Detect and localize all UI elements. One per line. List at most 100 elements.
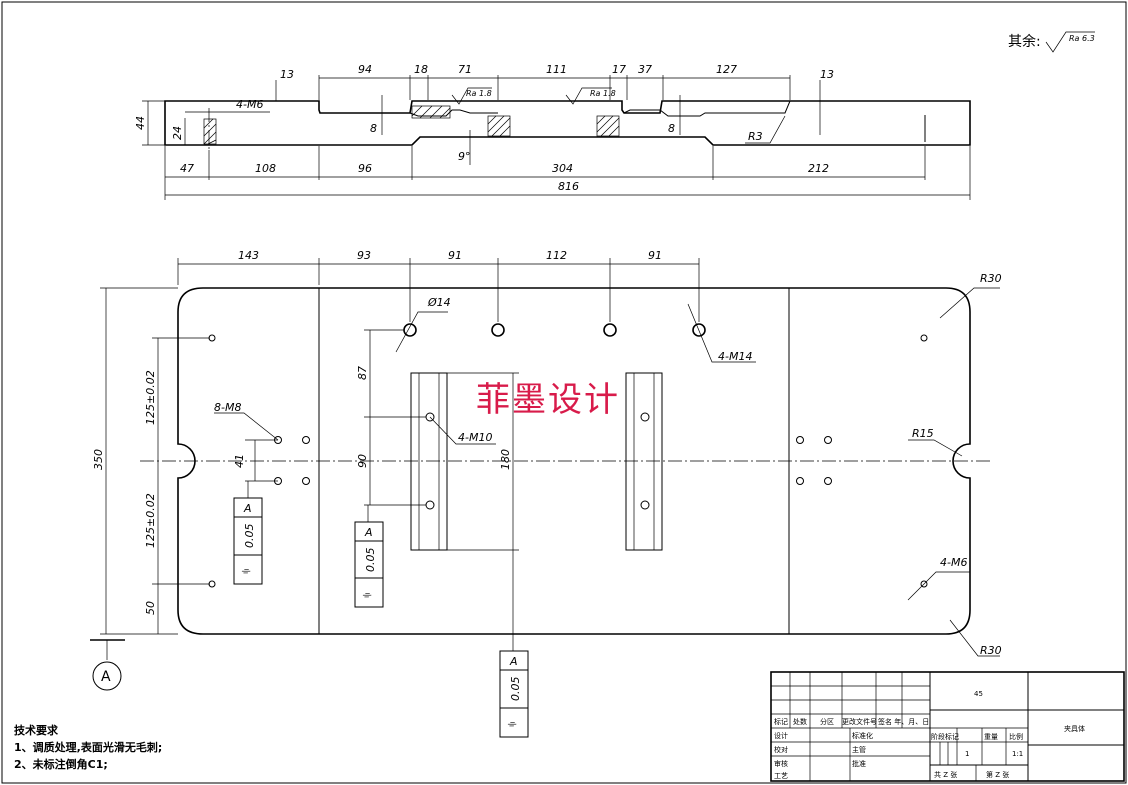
sv-roughness-right: Ra 1.8 (590, 89, 616, 98)
pv-dim-180: 180 (499, 449, 512, 470)
callout-phi14: Ø14 (427, 296, 451, 309)
slot-right (625, 372, 663, 551)
callout-4-m10: 4-M10 (458, 431, 492, 444)
tol-1-datum: A (243, 502, 252, 515)
section-dims-bottom (164, 146, 971, 200)
tb-mark: 标记 (774, 717, 788, 726)
pv-dim-41: 41 (233, 454, 246, 468)
section-outline (164, 100, 971, 146)
tolerance-frame-3: A 0.05 ⌯ (499, 550, 529, 738)
sv-dim-18: 18 (414, 63, 428, 76)
roughness-other-label: 其余: (1008, 33, 1041, 50)
tb-zone: 分区 (820, 717, 834, 726)
datum-circle (92, 661, 122, 691)
sv-dim-111: 111 (546, 63, 567, 76)
pv-dim-91-a: 91 (448, 249, 462, 262)
notes-title: 技术要求 (14, 724, 58, 737)
callout-r15: R15 (912, 427, 934, 440)
tol-2-datum: A (364, 526, 373, 539)
section-dims-top (318, 75, 791, 100)
pv-dim-350: 350 (92, 449, 105, 470)
callout-r30-top: R30 (980, 272, 1002, 285)
pv-dim-143: 143 (238, 249, 259, 262)
sv-roughness-left: Ra 1.8 (466, 89, 492, 98)
sv-dim-13-left: 13 (280, 68, 294, 81)
sv-dim-212: 212 (808, 162, 829, 175)
pv-dim-91-b: 91 (648, 249, 662, 262)
tb-process: 工艺 (774, 772, 788, 780)
sv-dim-127: 127 (716, 63, 737, 76)
pv-dim-125-upper: 125±0.02 (144, 370, 157, 425)
plan-dims-top (177, 258, 700, 322)
sv-dim-37: 37 (638, 63, 652, 76)
pv-dim-93: 93 (357, 249, 371, 262)
sv-dim-44: 44 (134, 116, 147, 130)
tol-3-datum: A (509, 655, 518, 668)
callout-r30-bottom: R30 (980, 644, 1002, 657)
sv-radius-r3: R3 (748, 130, 763, 143)
groove-left (409, 109, 498, 117)
sv-dim-94: 94 (358, 63, 372, 76)
tb-part-name: 夹具体 (1064, 724, 1085, 733)
plate-outline (177, 287, 971, 635)
roughness-left-icon (451, 87, 492, 105)
sv-dim-47: 47 (180, 162, 194, 175)
tol-3-value: 0.05 (509, 677, 522, 702)
tb-review: 审核 (774, 759, 788, 768)
section-view: 13 94 18 71 111 17 37 127 13 44 24 4-M6 … (134, 63, 971, 200)
tb-standard: 标准化 (852, 731, 873, 740)
watermark: 菲墨设计 (476, 380, 620, 420)
section-hatches (203, 105, 620, 145)
sv-dim-304: 304 (552, 162, 573, 175)
tb-ratio: 比例 (1009, 732, 1023, 741)
pv-dim-50: 50 (144, 601, 157, 615)
tb-scale: 1:1 (1012, 750, 1023, 758)
tol-3-symbol: ⌯ (507, 717, 517, 730)
tb-sheets-total: 共 Z 张 (934, 770, 957, 779)
notes-item-1: 1、调质处理,表面光滑无毛刺; (14, 741, 163, 754)
sv-dim-108: 108 (255, 162, 276, 175)
tol-1-value: 0.05 (243, 524, 256, 549)
tb-stage-mark: 阶段标记 (931, 732, 959, 741)
sv-dim-71: 71 (458, 63, 472, 76)
roughness-other-value: Ra 6.3 (1069, 34, 1095, 43)
callout-4-m6: 4-M6 (940, 556, 967, 569)
technical-requirements: 技术要求 1、调质处理,表面光滑无毛刺; 2、未标注倒角C1; (14, 722, 162, 773)
sv-angle-9: 9° (458, 150, 471, 163)
tb-chief: 主管 (852, 745, 866, 754)
groove-right (623, 100, 791, 117)
roughness-symbol-icon (1045, 31, 1095, 53)
sv-dim-96: 96 (358, 162, 372, 175)
tb-design: 设计 (774, 731, 788, 740)
plate-holes (208, 323, 928, 588)
tol-1-symbol: ⌯ (241, 564, 251, 577)
sv-groove-8-right: 8 (668, 122, 675, 135)
tb-quantity: 1 (965, 750, 969, 758)
pv-dim-87: 87 (356, 366, 369, 380)
pv-dim-90: 90 (356, 454, 369, 468)
callout-8-m8: 8-M8 (214, 401, 241, 414)
tb-approve: 批准 (852, 759, 866, 768)
sv-dim-17: 17 (612, 63, 626, 76)
pv-dim-125-lower: 125±0.02 (144, 493, 157, 548)
tolerance-frame-1: A 0.05 ⌯ (233, 481, 263, 585)
tb-weight: 重量 (984, 733, 998, 741)
sv-dim-13-right: 13 (820, 68, 834, 81)
sv-dim-24: 24 (171, 126, 184, 140)
tb-check: 校对 (774, 745, 788, 754)
pv-dim-112: 112 (546, 249, 567, 262)
sv-thread-note: 4-M6 (236, 98, 263, 111)
callout-4-m14: 4-M14 (718, 350, 752, 363)
notes-item-2: 2、未标注倒角C1; (14, 758, 108, 771)
tb-material: 45 (974, 690, 983, 698)
tb-sign-date: 签名 年、月、日 (878, 717, 929, 726)
plan-view: 143 93 91 112 91 350 125±0.02 125±0.02 5… (90, 249, 1002, 738)
title-block: 标记 处数 分区 更改文件号 签名 年、月、日 设计 标准化 校对 主管 审核 … (770, 671, 1125, 782)
sv-groove-8-left: 8 (370, 122, 377, 135)
datum-label: A (101, 669, 111, 685)
tol-2-symbol: ⌯ (362, 588, 372, 601)
tolerance-frame-2: A 0.05 ⌯ (354, 505, 384, 608)
plan-dims-left (100, 287, 519, 635)
